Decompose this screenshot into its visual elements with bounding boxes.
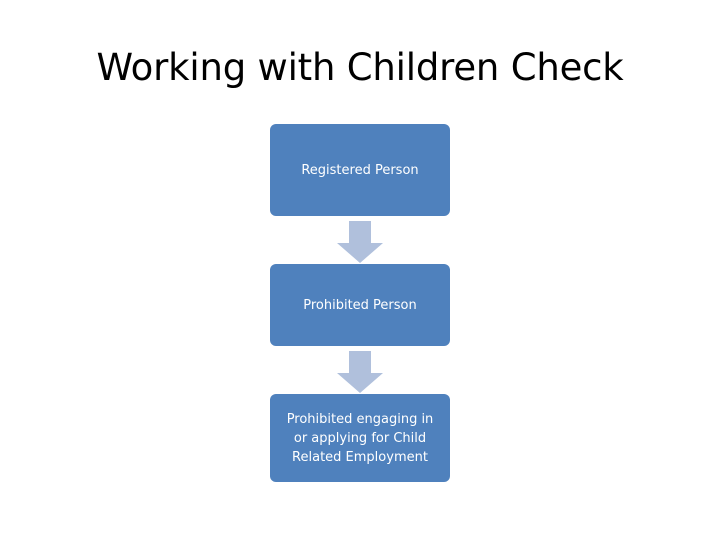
down-arrow-icon [337,221,383,263]
page-title: Working with Children Check [96,46,624,89]
down-arrow-icon [337,351,383,393]
flow-node-label: Registered Person [301,162,419,178]
flow-node-label: Prohibited Person [303,297,417,313]
flow-node-label: Prohibited engaging in or applying for C… [286,411,434,465]
flow-node-prohibited-person[interactable]: Prohibited Person [270,264,450,346]
flow-node-prohibited-employment[interactable]: Prohibited engaging in or applying for C… [270,394,450,482]
flow-node-registered-person[interactable]: Registered Person [270,124,450,216]
flowchart: Registered Person Prohibited Person Proh… [270,124,450,482]
